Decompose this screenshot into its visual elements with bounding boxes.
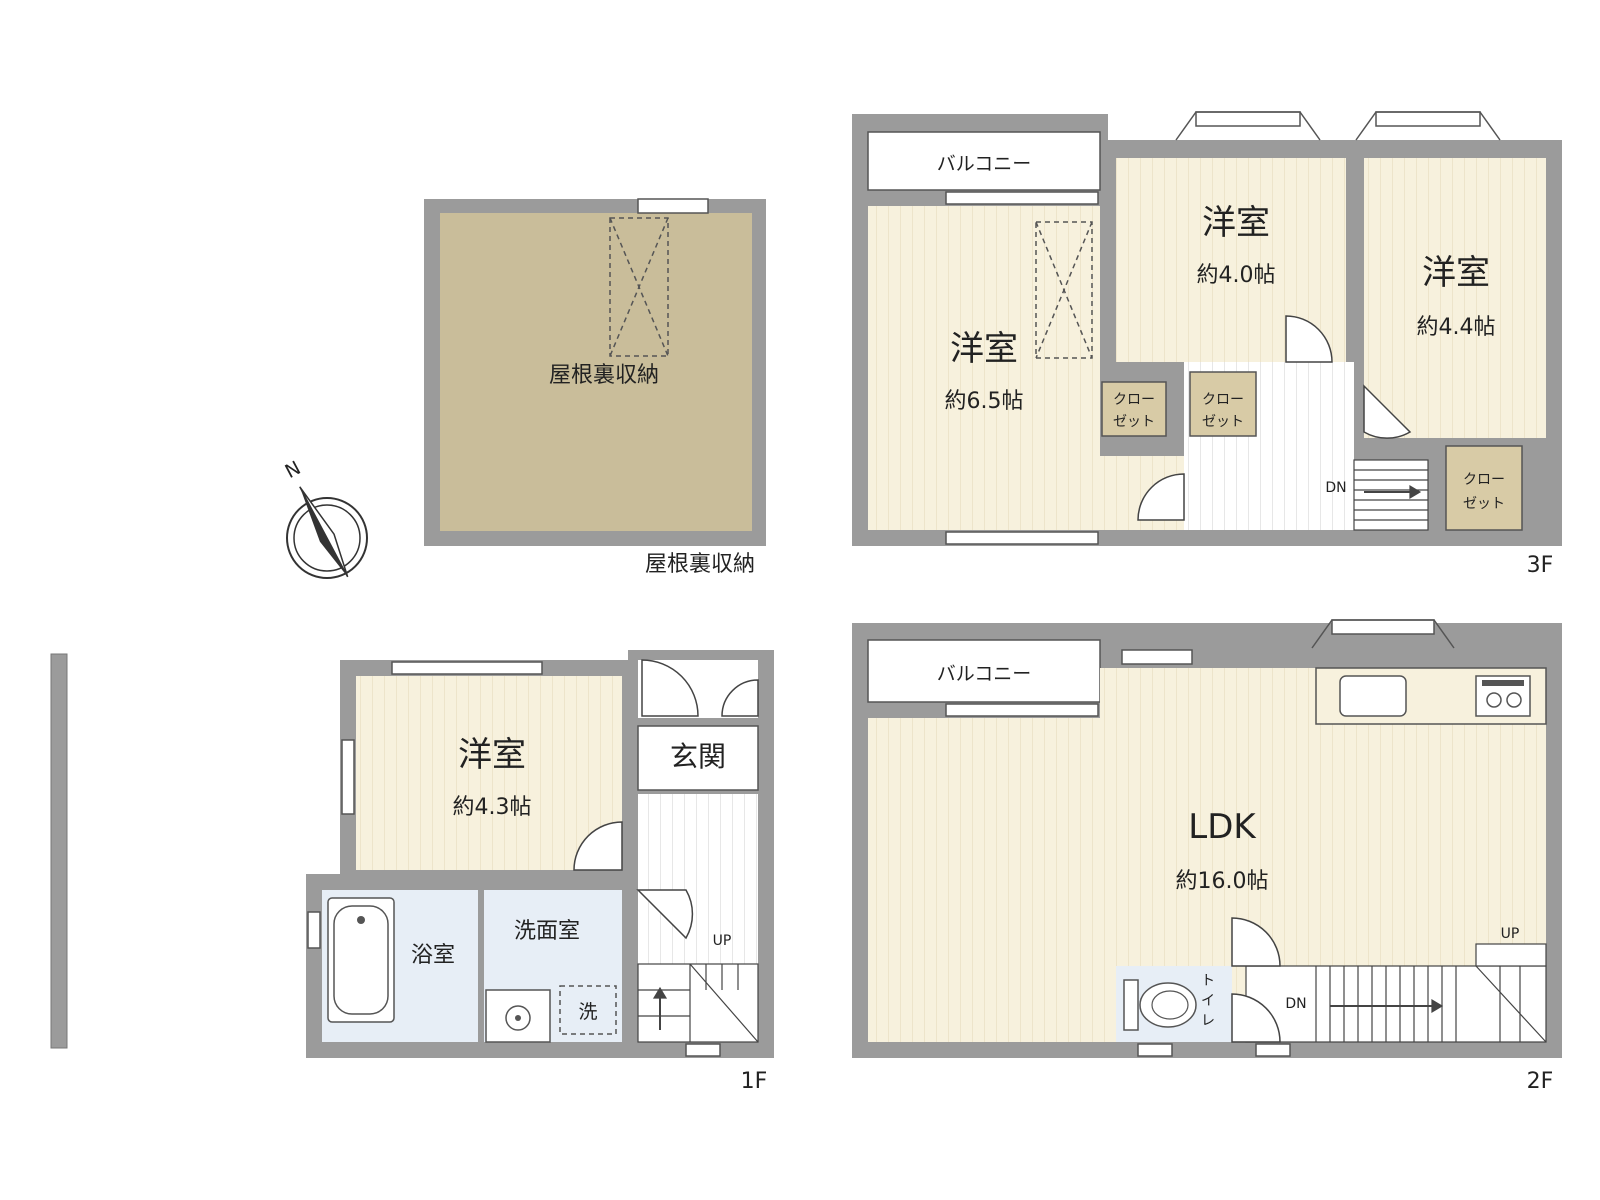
stove-icon <box>1475 675 1531 717</box>
compass-needle-icon <box>299 486 349 578</box>
attic-floor-label: 屋根裏収納 <box>645 552 755 577</box>
floor3-closet-3-label-top: クロー <box>1463 472 1505 488</box>
compass-north-label: N <box>282 457 305 483</box>
floor3-room-c-size: 約4.4帖 <box>1417 315 1496 340</box>
floor3-balcony <box>867 131 1101 191</box>
floor1-stairs <box>637 963 759 1043</box>
floor1-room-size: 約4.3帖 <box>453 795 532 820</box>
floor3-bay-windows <box>1175 111 1501 141</box>
floor2-bay-window <box>1311 619 1455 649</box>
compass-outer-ring <box>286 497 368 579</box>
floor1-plan: 洗 UP 洋室 約4.3帖 玄関 浴室 <box>306 650 774 1094</box>
floor1-bath-label: 浴室 <box>411 943 455 968</box>
washbasin-icon <box>485 989 551 1043</box>
compass-inner-ring <box>293 504 361 572</box>
floor3-room-c-name: 洋室 <box>1422 253 1490 293</box>
attic-window <box>637 198 709 214</box>
washer-space <box>559 985 617 1035</box>
boundary-wall <box>50 653 68 1049</box>
floor2-ldk-size: 約16.0帖 <box>1176 869 1269 894</box>
floor2-plan: バルコニー <box>852 619 1562 1094</box>
floor3-attic-hatch <box>1035 221 1093 359</box>
floor1-washroom-label: 洗面室 <box>514 919 580 944</box>
attic-floor <box>440 213 752 531</box>
floor3-closet-1-label-bottom: ゼット <box>1113 414 1155 430</box>
floor3-closet-2 <box>1189 371 1257 437</box>
floor3-closet-3-label-bottom: ゼット <box>1463 496 1505 512</box>
floor3-room-b-size: 約4.0帖 <box>1197 263 1276 288</box>
floor2-toilet-label-1: ト <box>1201 973 1215 989</box>
floor2-toilet-label-3: レ <box>1201 1013 1215 1029</box>
floor3-room-a-floor <box>868 206 1100 530</box>
floor1-stairs-up-label: UP <box>713 933 732 949</box>
floor3-room-a-size: 約6.5帖 <box>945 389 1024 414</box>
floor3-stairs-label: DN <box>1325 480 1346 496</box>
floor2-balcony <box>867 639 1101 703</box>
floor3-closet-1-label-top: クロー <box>1113 392 1155 408</box>
floor3-stairs <box>1353 459 1429 531</box>
north-compass: N <box>282 457 368 579</box>
floor3-room-b-name: 洋室 <box>1202 203 1270 243</box>
floor1-entrance-label: 玄関 <box>670 740 726 773</box>
floor1-washer-label: 洗 <box>578 1001 597 1023</box>
attic-plan: 屋根裏収納 屋根裏収納 <box>424 198 766 577</box>
floor1-entrance <box>637 725 759 791</box>
attic-room-label: 屋根裏収納 <box>549 363 659 388</box>
floor3-closet-1 <box>1101 381 1167 437</box>
floor1-room-floor <box>356 676 622 870</box>
floor3-windows <box>945 111 1481 545</box>
floor3-closet-2-label-top: クロー <box>1202 392 1244 408</box>
floor2-stairs-up-label: UP <box>1501 926 1520 942</box>
sink-icon <box>1339 675 1407 717</box>
floor1-room-name: 洋室 <box>458 735 526 775</box>
floor3-label: 3F <box>1527 553 1554 578</box>
attic-hatch <box>609 217 669 357</box>
floor3-room-c-floor <box>1364 158 1546 438</box>
floor2-label: 2F <box>1527 1069 1554 1094</box>
floor3-room-a-name: 洋室 <box>950 329 1018 369</box>
floor3-doors <box>1137 315 1412 521</box>
floor3-plan: バルコニー DN <box>852 111 1562 578</box>
floor1-label: 1F <box>741 1069 768 1094</box>
floor2-toilet-label-2: イ <box>1201 993 1215 1009</box>
floor2-balcony-label: バルコニー <box>937 663 1032 685</box>
floor1-windows <box>307 661 721 1057</box>
bathtub-icon <box>327 897 395 1023</box>
floor3-closet-2-label-bottom: ゼット <box>1202 414 1244 430</box>
floor3-closet-3 <box>1445 445 1523 531</box>
floor2-stairs <box>1245 943 1547 1043</box>
floor1-hall <box>638 794 758 964</box>
toilet-icon <box>1123 979 1197 1031</box>
floor2-ldk-name: LDK <box>1188 807 1257 847</box>
floor3-balcony-label: バルコニー <box>937 153 1032 175</box>
floor1-doors <box>573 659 759 940</box>
floor2-stairs-dn-label: DN <box>1285 996 1306 1012</box>
floor2-doors <box>1231 917 1281 1043</box>
